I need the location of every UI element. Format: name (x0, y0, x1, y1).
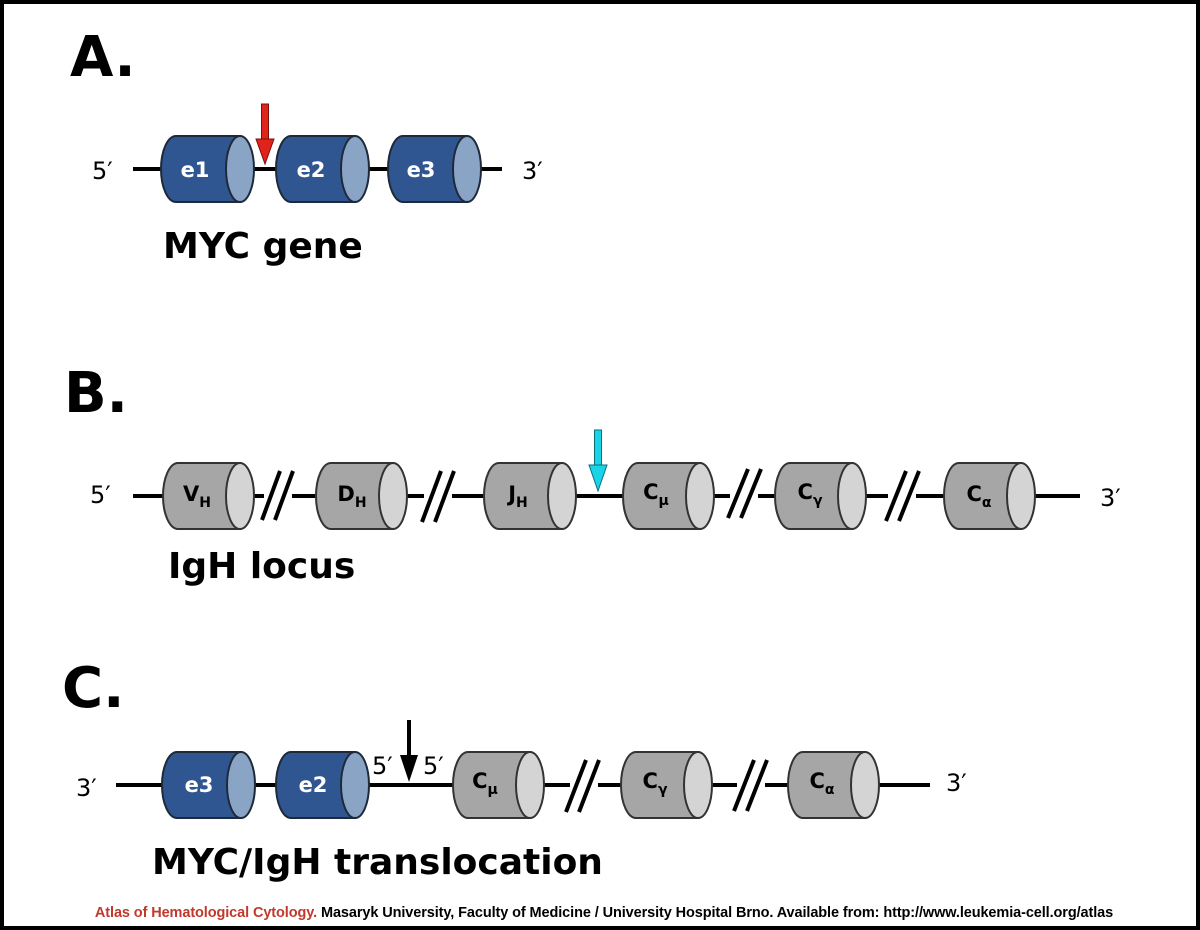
segment-c-mu-translocated-subscript: μ (488, 782, 498, 798)
segment-c-alpha-subscript: α (982, 495, 992, 511)
exon-e3-label: e3 (407, 158, 436, 182)
panel-a-right-end-label: 3′ (522, 157, 543, 185)
segment-c-gamma-translocated: Cγ (620, 751, 713, 819)
gap-mark-vh-dh (260, 470, 295, 521)
gap-mark-cgamma-calpha-translocated (732, 759, 769, 812)
exon-e1-label: e1 (181, 158, 210, 182)
segment-c-alpha-translocated-label: C (809, 769, 824, 793)
exon-e2-label: e2 (297, 158, 326, 182)
igh-breakpoint-arrow (588, 429, 608, 493)
panel-b-title: IgH locus (168, 546, 355, 587)
segment-vh-label: V (183, 482, 200, 506)
segment-jh-subscript: H (516, 495, 528, 511)
segment-c-mu: Cμ (622, 462, 715, 530)
segment-vh: VH (162, 462, 255, 530)
segment-vh-subscript: H (199, 495, 211, 511)
citation-text: Masaryk University, Faculty of Medicine … (317, 905, 1114, 921)
diagram-canvas: A. 5′ 3′ e1 e2 e3 MYC gene B. (4, 4, 1196, 926)
exon-e3-translocated-label: e3 (185, 773, 214, 797)
panel-c-letter: C. (62, 656, 124, 721)
translocation-breakpoint-arrow (400, 720, 418, 782)
gap-mark-cmu-cgamma-translocated (564, 759, 601, 813)
gap-mark-cmu-cgamma (726, 468, 763, 519)
segment-jh-label: J (506, 482, 516, 506)
atlas-name: Atlas of Hematological Cytology. (94, 905, 318, 921)
segment-jh: JH (483, 462, 577, 530)
segment-dh-label: D (337, 482, 354, 506)
panel-c-left-end-label: 3′ (76, 774, 97, 802)
panel-b-right-end-label: 3′ (1100, 484, 1121, 512)
panel-a: A. 5′ 3′ e1 e2 e3 MYC gene (70, 25, 543, 267)
panel-a-title: MYC gene (163, 226, 363, 267)
segment-c-gamma-translocated-subscript: γ (658, 782, 668, 798)
exon-e2-translocated-label: e2 (299, 773, 328, 797)
svg-text:Cγ: Cγ (643, 769, 668, 798)
svg-text:JH: JH (506, 482, 528, 511)
panel-b-left-end-label: 5′ (90, 481, 111, 509)
segment-c-alpha-label: C (966, 482, 981, 506)
segment-c-gamma-translocated-label: C (643, 769, 658, 793)
gap-mark-cgamma-calpha (884, 470, 921, 522)
segment-c-mu-label: C (643, 480, 658, 504)
exon-e3-translocated: e3 (161, 751, 256, 819)
segment-c-gamma-subscript: γ (813, 493, 823, 509)
segment-c-gamma: Cγ (774, 462, 867, 530)
source-citation: Atlas of Hematological Cytology. Masaryk… (4, 905, 1200, 921)
panel-b: B. 5′ 3′ VH DH JH Cμ (64, 361, 1121, 587)
segment-c-mu-translocated: Cμ (452, 751, 545, 819)
svg-text:VH: VH (183, 482, 211, 511)
exon-e2-translocated: e2 (275, 751, 370, 819)
exon-e2: e2 (275, 135, 370, 203)
segment-dh: DH (315, 462, 408, 530)
panel-b-letter: B. (64, 361, 128, 426)
segment-dh-subscript: H (355, 495, 367, 511)
myc-breakpoint-arrow (255, 103, 275, 166)
svg-text:Cμ: Cμ (643, 480, 669, 509)
panel-c-right-end-label: 3′ (946, 769, 967, 797)
svg-text:DH: DH (337, 482, 366, 511)
panel-c: C. 3′ 3′ e3 e2 Cμ Cγ (62, 656, 967, 883)
svg-text:Cμ: Cμ (472, 769, 498, 798)
exon-e1: e1 (160, 135, 255, 203)
panel-a-letter: A. (70, 25, 136, 90)
svg-text:Cγ: Cγ (798, 480, 823, 509)
segment-c-alpha-translocated: Cα (787, 751, 880, 819)
panel-c-title: MYC/IgH translocation (152, 842, 603, 883)
translocation-diagram: A. 5′ 3′ e1 e2 e3 MYC gene B. (62, 25, 1121, 883)
junction-left-label: 5′ (372, 752, 393, 780)
exon-e3: e3 (387, 135, 482, 203)
segment-c-alpha: Cα (943, 462, 1036, 530)
segment-c-mu-subscript: μ (659, 493, 669, 509)
segment-c-alpha-translocated-subscript: α (825, 782, 835, 798)
panel-a-left-end-label: 5′ (92, 157, 113, 185)
svg-text:Cα: Cα (809, 769, 834, 798)
gap-mark-dh-jh (420, 470, 456, 523)
svg-text:Cα: Cα (966, 482, 991, 511)
segment-c-mu-translocated-label: C (472, 769, 487, 793)
segment-c-gamma-label: C (798, 480, 813, 504)
junction-right-label: 5′ (423, 752, 444, 780)
